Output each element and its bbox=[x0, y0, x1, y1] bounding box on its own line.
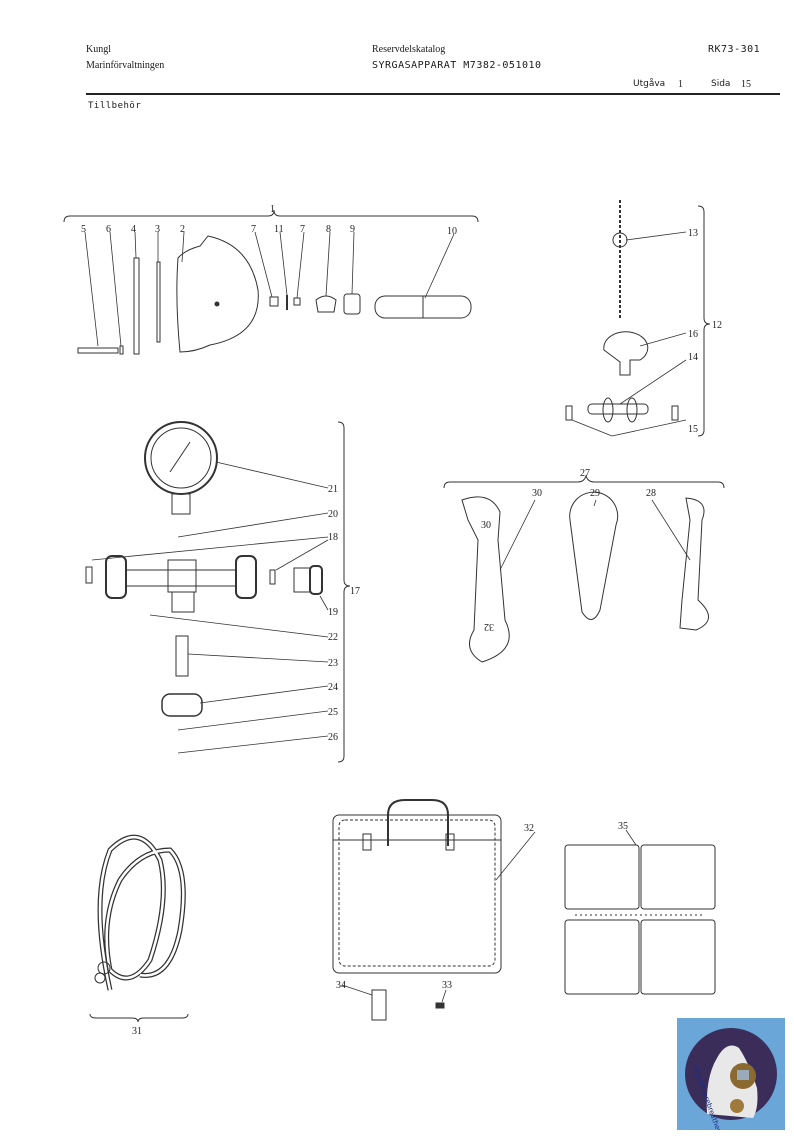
site-logo: http://therebreathersite.nl bbox=[677, 1018, 785, 1137]
section-title: Tillbehör bbox=[88, 101, 142, 111]
org-line-2: Marinförvaltningen bbox=[86, 60, 165, 71]
callout-27: 27 bbox=[580, 468, 590, 479]
callout-14: 14 bbox=[688, 352, 698, 363]
doc-title: Reservdelskatalog bbox=[372, 44, 446, 55]
knurl-right bbox=[235, 555, 257, 599]
part-7b bbox=[293, 297, 301, 306]
part-34 bbox=[371, 989, 387, 1021]
bracket-17 bbox=[337, 421, 351, 763]
part-33 bbox=[435, 1002, 445, 1009]
callout-23: 23 bbox=[328, 658, 338, 669]
part-9 bbox=[343, 293, 361, 315]
part-30-wrench bbox=[461, 496, 510, 663]
callout-24: 24 bbox=[328, 682, 338, 693]
part-24 bbox=[161, 693, 203, 717]
wrench-mark-30: 30 bbox=[481, 520, 491, 531]
callout-12: 12 bbox=[712, 320, 722, 331]
part-32-bag bbox=[332, 799, 536, 1021]
page-label: Sida bbox=[711, 79, 731, 89]
header-rule bbox=[86, 93, 780, 95]
callout-33: 33 bbox=[442, 980, 452, 991]
page-value: 15 bbox=[741, 79, 751, 90]
callout-22: 22 bbox=[328, 632, 338, 643]
part-18a bbox=[85, 566, 93, 584]
callout-labels: 1 2 3 4 5 6 7 7 8 9 10 11 12 13 14 15 16… bbox=[81, 204, 722, 1037]
callout-7a: 7 bbox=[251, 224, 256, 235]
part-23 bbox=[175, 635, 189, 677]
part-2-cover bbox=[176, 235, 259, 353]
part-29-wrench bbox=[569, 491, 619, 620]
group-1-parts bbox=[63, 209, 479, 355]
callout-16: 16 bbox=[688, 329, 698, 340]
callout-31: 31 bbox=[132, 1026, 142, 1037]
part-7a bbox=[269, 296, 279, 307]
group-12-parts bbox=[565, 200, 711, 437]
group-17-parts bbox=[85, 421, 351, 763]
part-15b bbox=[671, 405, 679, 421]
callout-9: 9 bbox=[350, 224, 355, 235]
callout-8: 8 bbox=[326, 224, 331, 235]
edition-label: Utgåva bbox=[633, 79, 666, 89]
callout-1: 1 bbox=[270, 204, 275, 215]
part-18b bbox=[269, 569, 276, 585]
bracket-1 bbox=[63, 209, 479, 223]
callout-30: 30 bbox=[532, 488, 542, 499]
callout-35: 35 bbox=[618, 821, 628, 832]
part-19 bbox=[309, 565, 323, 595]
part-31-hose bbox=[89, 834, 189, 1023]
part-15a bbox=[565, 405, 573, 421]
callout-15: 15 bbox=[688, 424, 698, 435]
callout-4: 4 bbox=[131, 224, 136, 235]
wrench-mark-32: 32 bbox=[484, 621, 494, 632]
bracket-31 bbox=[89, 1013, 189, 1023]
part-body bbox=[125, 569, 237, 587]
callout-5: 5 bbox=[81, 224, 86, 235]
bracket-27 bbox=[443, 474, 725, 489]
callout-17: 17 bbox=[350, 586, 360, 597]
part-35-panels bbox=[564, 829, 716, 995]
callout-32: 32 bbox=[524, 823, 534, 834]
callout-18: 18 bbox=[328, 532, 338, 543]
part-28-wrench bbox=[679, 497, 709, 631]
callout-11: 11 bbox=[274, 224, 284, 235]
part-5-bolt bbox=[77, 347, 119, 354]
callout-20: 20 bbox=[328, 509, 338, 520]
group-27-wrenches bbox=[443, 474, 725, 663]
part-8 bbox=[315, 295, 337, 313]
callout-25: 25 bbox=[328, 707, 338, 718]
callout-34: 34 bbox=[336, 980, 346, 991]
bracket-12 bbox=[697, 205, 711, 437]
doc-subtitle: SYRGASAPPARAT M7382-051010 bbox=[372, 60, 542, 71]
doc-number: RK73-301 bbox=[708, 44, 761, 55]
org-line-1: Kungl bbox=[86, 44, 111, 55]
callout-13: 13 bbox=[688, 228, 698, 239]
part-3 bbox=[156, 261, 161, 343]
callout-26: 26 bbox=[328, 732, 338, 743]
callout-29: 29 bbox=[590, 488, 600, 499]
callout-3: 3 bbox=[155, 224, 160, 235]
callout-21: 21 bbox=[328, 484, 338, 495]
callout-2: 2 bbox=[180, 224, 185, 235]
part-6 bbox=[119, 345, 124, 355]
callout-6: 6 bbox=[106, 224, 111, 235]
part-4 bbox=[133, 257, 140, 355]
callout-7b: 7 bbox=[300, 224, 305, 235]
callout-28: 28 bbox=[646, 488, 656, 499]
part-16-ring bbox=[603, 331, 649, 376]
knurl-left bbox=[105, 555, 127, 599]
part-14 bbox=[587, 403, 649, 415]
callout-19: 19 bbox=[328, 607, 338, 618]
callout-10: 10 bbox=[447, 226, 457, 237]
edition-value: 1 bbox=[678, 79, 683, 90]
part-21-gauge bbox=[144, 421, 218, 495]
